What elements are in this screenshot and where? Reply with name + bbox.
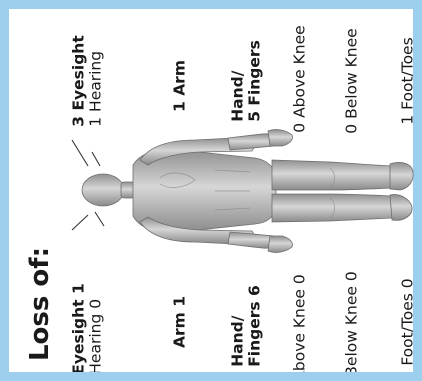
pointer-right-eyesight [72,140,88,166]
figure-left-foot [390,195,412,221]
figure-right-hand [268,130,293,146]
figure-right-foot [390,162,413,190]
pointer-right-hearing [92,152,100,166]
figure-head [82,174,124,206]
pointer-left-hearing [95,212,104,226]
figure-torso [133,149,276,232]
pointer-left-eyesight [72,215,88,230]
figure-right-leg [272,160,392,190]
figure-left-leg [272,194,392,222]
figure-left-hand [268,236,293,252]
